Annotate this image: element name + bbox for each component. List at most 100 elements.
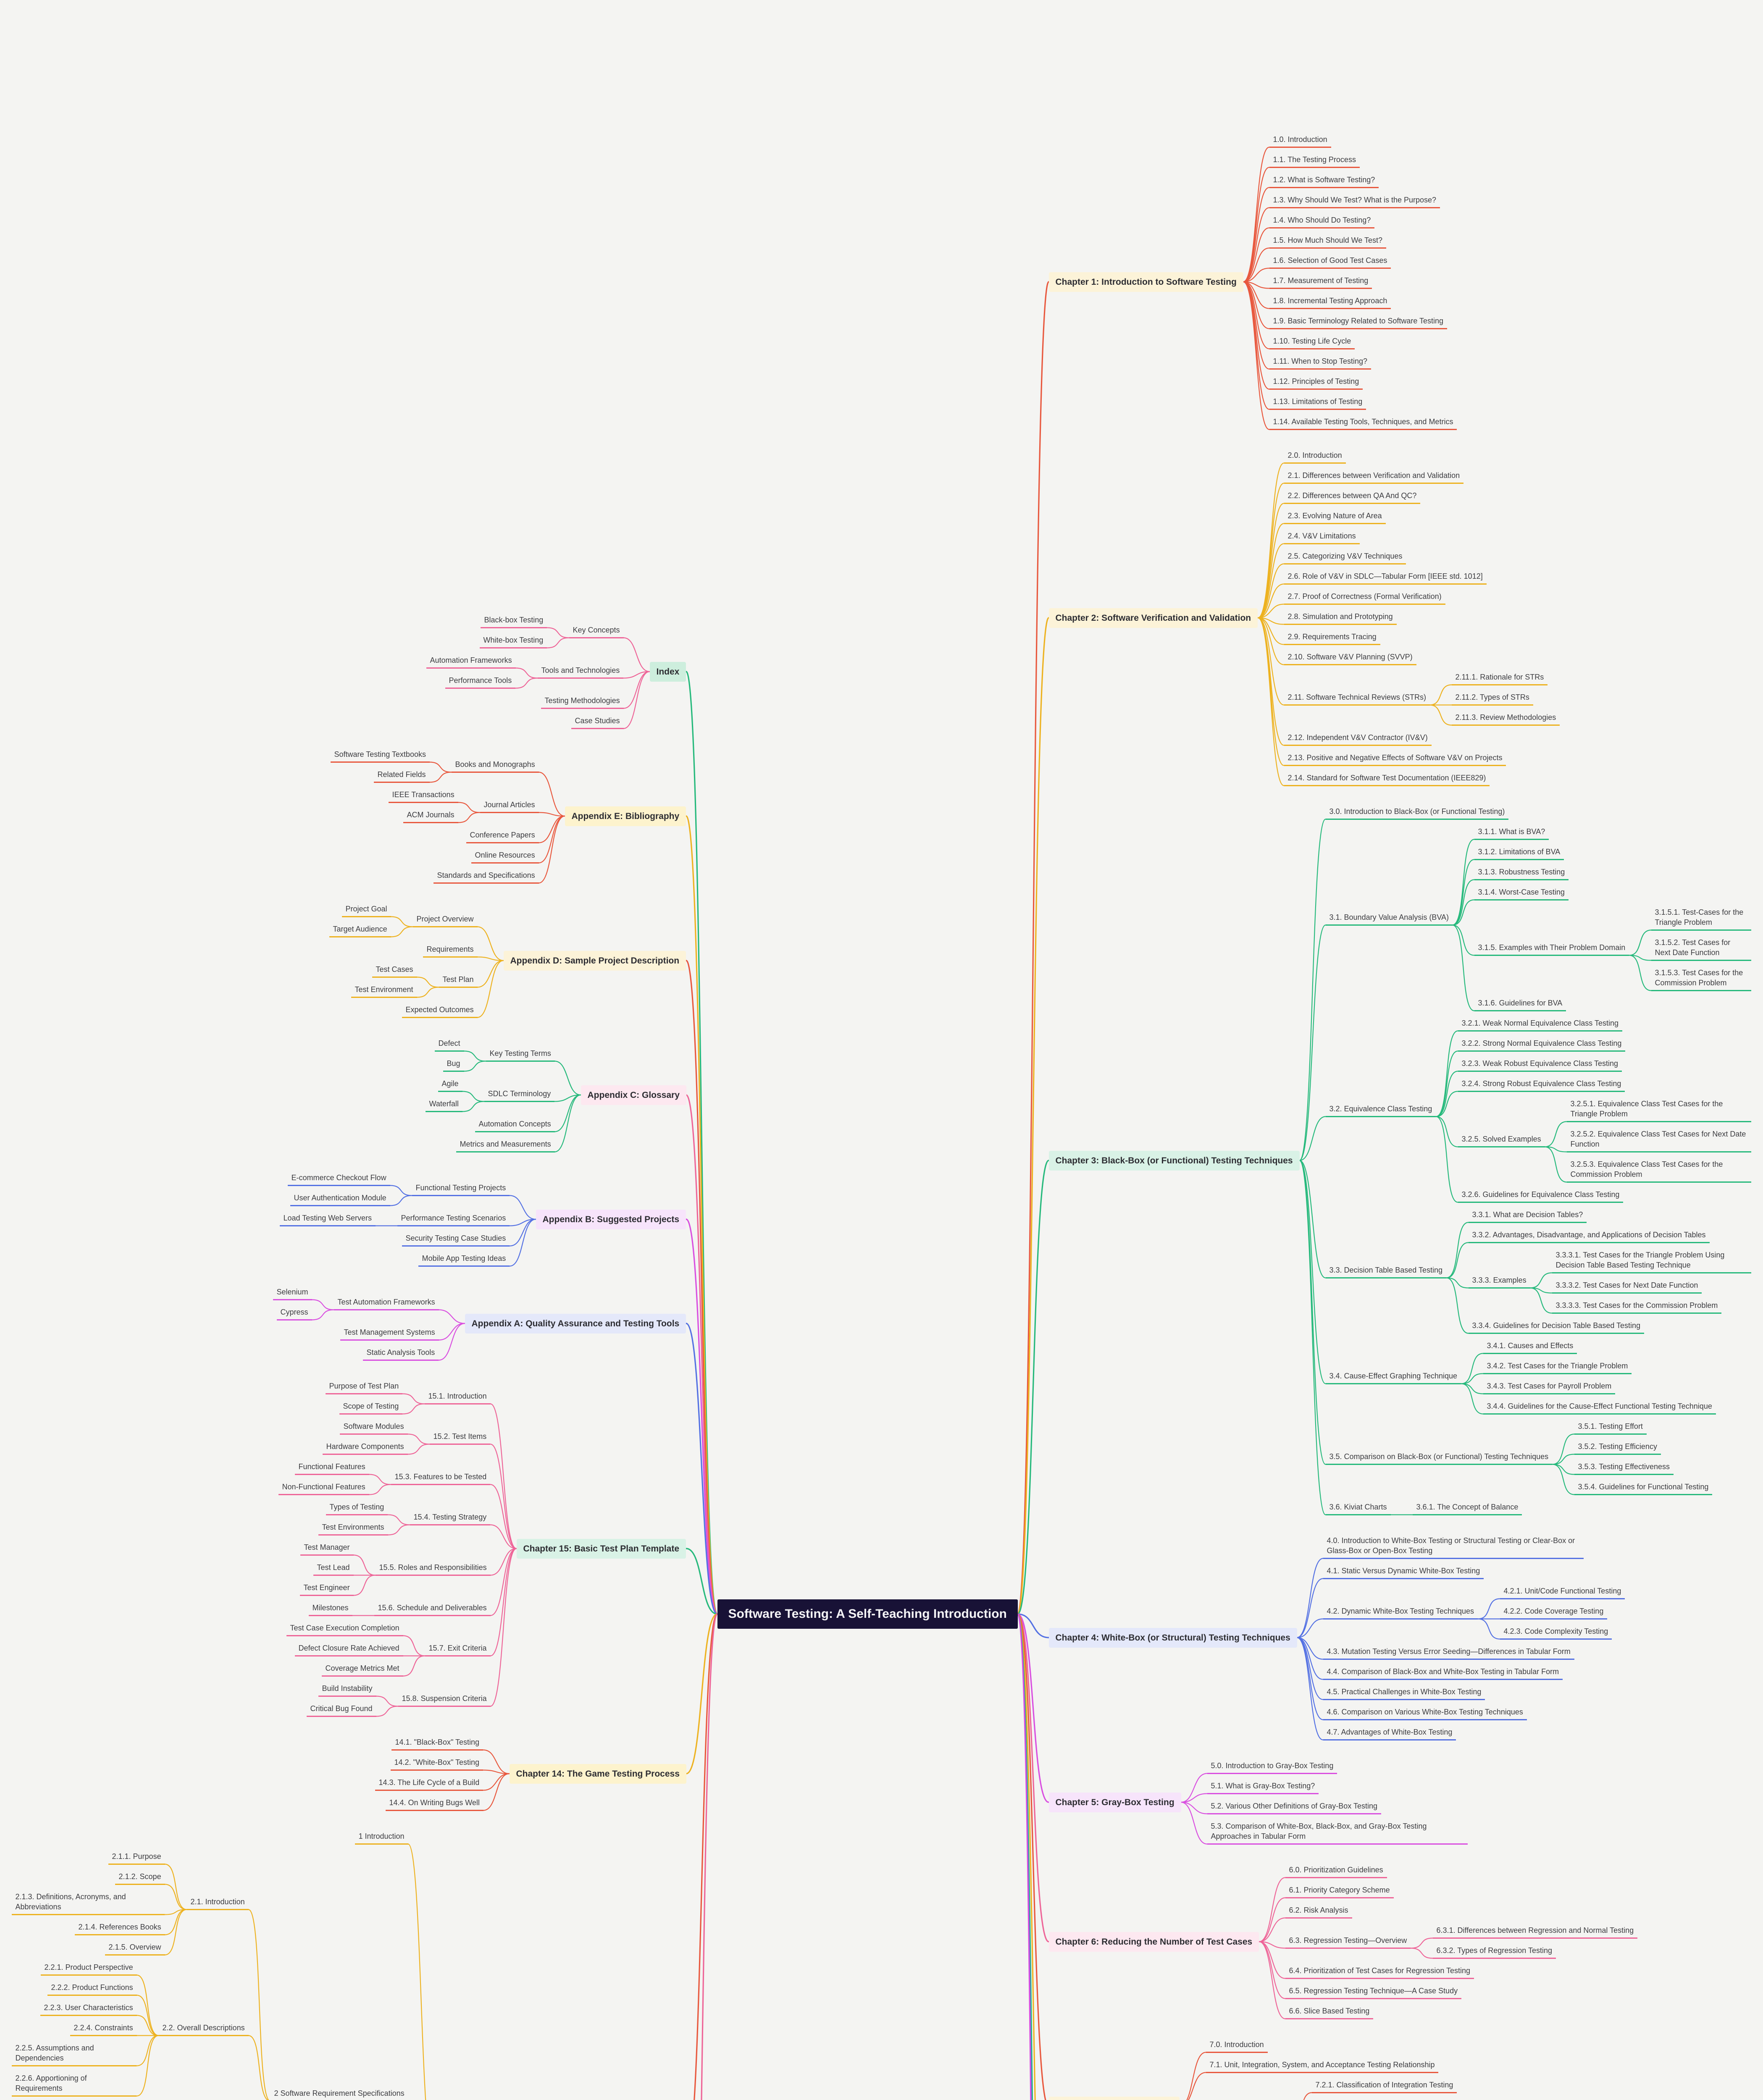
branch-topic[interactable]: Appendix D: Sample Project Description <box>503 950 686 971</box>
branch-topic[interactable]: Chapter 7: Levels of Testing <box>1048 2096 1180 2100</box>
topic-node[interactable]: 3.1.5. Examples with Their Problem Domai… <box>1474 942 1629 956</box>
topic-node[interactable]: 4.2. Dynamic White-Box Testing Technique… <box>1323 1605 1478 1620</box>
topic-node[interactable]: IEEE Transactions <box>388 789 458 803</box>
topic-node[interactable]: 3.3.3.3. Test Cases for the Commission P… <box>1552 1299 1722 1314</box>
branch-topic[interactable]: Chapter 1: Introduction to Software Test… <box>1048 272 1243 292</box>
topic-node[interactable]: 3.4.1. Causes and Effects <box>1483 1340 1577 1354</box>
topic-node[interactable]: 2.2.1. Product Perspective <box>40 1961 137 1976</box>
topic-node[interactable]: Black-box Testing <box>480 614 547 628</box>
topic-node[interactable]: E-commerce Checkout Flow <box>287 1172 390 1186</box>
topic-node[interactable]: Test Lead <box>313 1562 354 1576</box>
topic-node[interactable]: 3.6. Kiviat Charts <box>1325 1501 1391 1515</box>
topic-node[interactable]: ACM Journals <box>403 809 458 823</box>
topic-node[interactable]: Test Management Systems <box>340 1326 439 1341</box>
topic-node[interactable]: 3.2.4. Strong Robust Equivalence Class T… <box>1458 1078 1625 1092</box>
topic-node[interactable]: 2.1.1. Purpose <box>108 1851 165 1865</box>
topic-node[interactable]: 2.11.2. Types of STRs <box>1451 691 1533 706</box>
topic-node[interactable]: 15.3. Features to be Tested <box>391 1471 491 1485</box>
topic-node[interactable]: White-box Testing <box>479 634 547 648</box>
topic-node[interactable]: 5.1. What is Gray-Box Testing? <box>1207 1780 1319 1794</box>
topic-node[interactable]: 4.2.1. Unit/Code Functional Testing <box>1500 1585 1625 1599</box>
topic-node[interactable]: Cypress <box>276 1306 312 1320</box>
topic-node[interactable]: 14.4. On Writing Bugs Well <box>385 1797 483 1811</box>
topic-node[interactable]: Test Automation Frameworks <box>334 1296 439 1310</box>
branch-topic[interactable]: Appendix B: Suggested Projects <box>536 1209 686 1229</box>
topic-node[interactable]: 6.5. Regression Testing Technique—A Case… <box>1285 1985 1462 1999</box>
topic-node[interactable]: 14.3. The Life Cycle of a Build <box>375 1777 483 1791</box>
topic-node[interactable]: 15.6. Schedule and Deliverables <box>374 1602 491 1616</box>
topic-node[interactable]: 3.5.3. Testing Effectiveness <box>1574 1461 1674 1475</box>
topic-node[interactable]: 2.3. Evolving Nature of Area <box>1284 510 1386 524</box>
topic-node[interactable]: Expected Outcomes <box>402 1004 478 1018</box>
topic-node[interactable]: Testing Methodologies <box>541 695 624 709</box>
topic-node[interactable]: 2.5. Categorizing V&V Techniques <box>1284 550 1406 564</box>
topic-node[interactable]: 3.5. Comparison on Black-Box (or Functio… <box>1325 1451 1553 1465</box>
topic-node[interactable]: 2.12. Independent V&V Contractor (IV&V) <box>1284 732 1432 746</box>
topic-node[interactable]: Mobile App Testing Ideas <box>418 1252 510 1267</box>
topic-node[interactable]: Static Analysis Tools <box>363 1347 439 1361</box>
topic-node[interactable]: 15.4. Testing Strategy <box>410 1511 491 1525</box>
topic-node[interactable]: Test Cases <box>372 963 417 978</box>
topic-node[interactable]: Test Environment <box>351 984 417 998</box>
topic-node[interactable]: Load Testing Web Servers <box>279 1212 376 1226</box>
topic-node[interactable]: 3.5.4. Guidelines for Functional Testing <box>1574 1481 1713 1495</box>
topic-node[interactable]: 2.11.1. Rationale for STRs <box>1451 671 1548 685</box>
topic-node[interactable]: Journal Articles <box>480 799 539 813</box>
topic-node[interactable]: 2.2. Overall Descriptions <box>158 2022 249 2036</box>
topic-node[interactable]: 1.6. Selection of Good Test Cases <box>1269 255 1391 269</box>
topic-node[interactable]: Requirements <box>423 943 478 958</box>
topic-node[interactable]: Project Overview <box>413 913 478 927</box>
topic-node[interactable]: Key Testing Terms <box>486 1047 555 1062</box>
topic-node[interactable]: 3.1. Boundary Value Analysis (BVA) <box>1325 911 1453 926</box>
topic-node[interactable]: 3.4.4. Guidelines for the Cause-Effect F… <box>1483 1400 1716 1415</box>
topic-node[interactable]: 3.2.3. Weak Robust Equivalence Class Tes… <box>1458 1058 1622 1072</box>
topic-node[interactable]: 6.2. Risk Analysis <box>1285 1904 1352 1919</box>
topic-node[interactable]: 6.6. Slice Based Testing <box>1285 2005 1374 2019</box>
topic-node[interactable]: 1.0. Introduction <box>1269 134 1331 148</box>
branch-topic[interactable]: Index <box>649 662 686 682</box>
topic-node[interactable]: 14.2. "White-Box" Testing <box>390 1756 483 1771</box>
topic-node[interactable]: 4.0. Introduction to White-Box Testing o… <box>1323 1535 1584 1559</box>
topic-node[interactable]: Functional Testing Projects <box>412 1182 510 1196</box>
topic-node[interactable]: Types of Testing <box>326 1501 388 1515</box>
topic-node[interactable]: Selenium <box>273 1286 312 1300</box>
topic-node[interactable]: 3.4. Cause-Effect Graphing Technique <box>1325 1370 1461 1384</box>
topic-node[interactable]: Target Audience <box>329 923 391 937</box>
topic-node[interactable]: 3.4.2. Test Cases for the Triangle Probl… <box>1483 1360 1632 1374</box>
topic-node[interactable]: 2.2.2. Product Functions <box>47 1982 137 1996</box>
topic-node[interactable]: 1.11. When to Stop Testing? <box>1269 355 1371 370</box>
topic-node[interactable]: 2.2.3. User Characteristics <box>40 2002 137 2016</box>
topic-node[interactable]: Software Testing Textbooks <box>330 748 430 763</box>
topic-node[interactable]: 2.2.4. Constraints <box>70 2022 137 2036</box>
topic-node[interactable]: Test Manager <box>300 1541 354 1556</box>
topic-node[interactable]: 3.2. Equivalence Class Testing <box>1325 1103 1436 1117</box>
topic-node[interactable]: 2.11.3. Review Methodologies <box>1451 711 1560 726</box>
topic-node[interactable]: Bug <box>443 1058 464 1072</box>
topic-node[interactable]: 3.0. Introduction to Black-Box (or Funct… <box>1325 806 1509 820</box>
topic-node[interactable]: 3.3.3.2. Test Cases for Next Date Functi… <box>1552 1279 1702 1294</box>
topic-node[interactable]: SDLC Terminology <box>484 1088 555 1102</box>
topic-node[interactable]: 2.1.2. Scope <box>115 1871 165 1885</box>
topic-node[interactable]: 4.4. Comparison of Black-Box and White-B… <box>1323 1666 1563 1680</box>
topic-node[interactable]: 3.2.5.1. Equivalence Class Test Cases fo… <box>1566 1098 1751 1122</box>
topic-node[interactable]: 1.3. Why Should We Test? What is the Pur… <box>1269 194 1440 208</box>
topic-node[interactable]: 3.2.5.3. Equivalence Class Test Cases fo… <box>1566 1158 1751 1183</box>
central-topic[interactable]: Software Testing: A Self-Teaching Introd… <box>717 1599 1018 1629</box>
topic-node[interactable]: 1.12. Principles of Testing <box>1269 375 1363 390</box>
topic-node[interactable]: Hardware Components <box>322 1441 408 1455</box>
topic-node[interactable]: Milestones <box>308 1602 352 1616</box>
branch-topic[interactable]: Chapter 5: Gray-Box Testing <box>1048 1792 1181 1812</box>
topic-node[interactable]: 2.1.4. References Books <box>74 1921 165 1935</box>
topic-node[interactable]: 2.10. Software V&V Planning (SVVP) <box>1284 651 1416 665</box>
topic-node[interactable]: 2.7. Proof of Correctness (Formal Verifi… <box>1284 591 1445 605</box>
topic-node[interactable]: 6.0. Prioritization Guidelines <box>1285 1864 1387 1878</box>
topic-node[interactable]: Conference Papers <box>466 829 539 843</box>
topic-node[interactable]: Test Engineer <box>300 1582 354 1596</box>
topic-node[interactable]: 4.2.3. Code Complexity Testing <box>1500 1625 1612 1640</box>
topic-node[interactable]: 3.5.2. Testing Efficiency <box>1574 1441 1661 1455</box>
topic-node[interactable]: 4.7. Advantages of White-Box Testing <box>1323 1726 1456 1740</box>
topic-node[interactable]: 3.1.3. Robustness Testing <box>1474 866 1569 880</box>
topic-node[interactable]: 3.1.4. Worst-Case Testing <box>1474 886 1569 900</box>
topic-node[interactable]: Non-Functional Features <box>278 1481 369 1495</box>
topic-node[interactable]: Automation Concepts <box>475 1118 555 1132</box>
